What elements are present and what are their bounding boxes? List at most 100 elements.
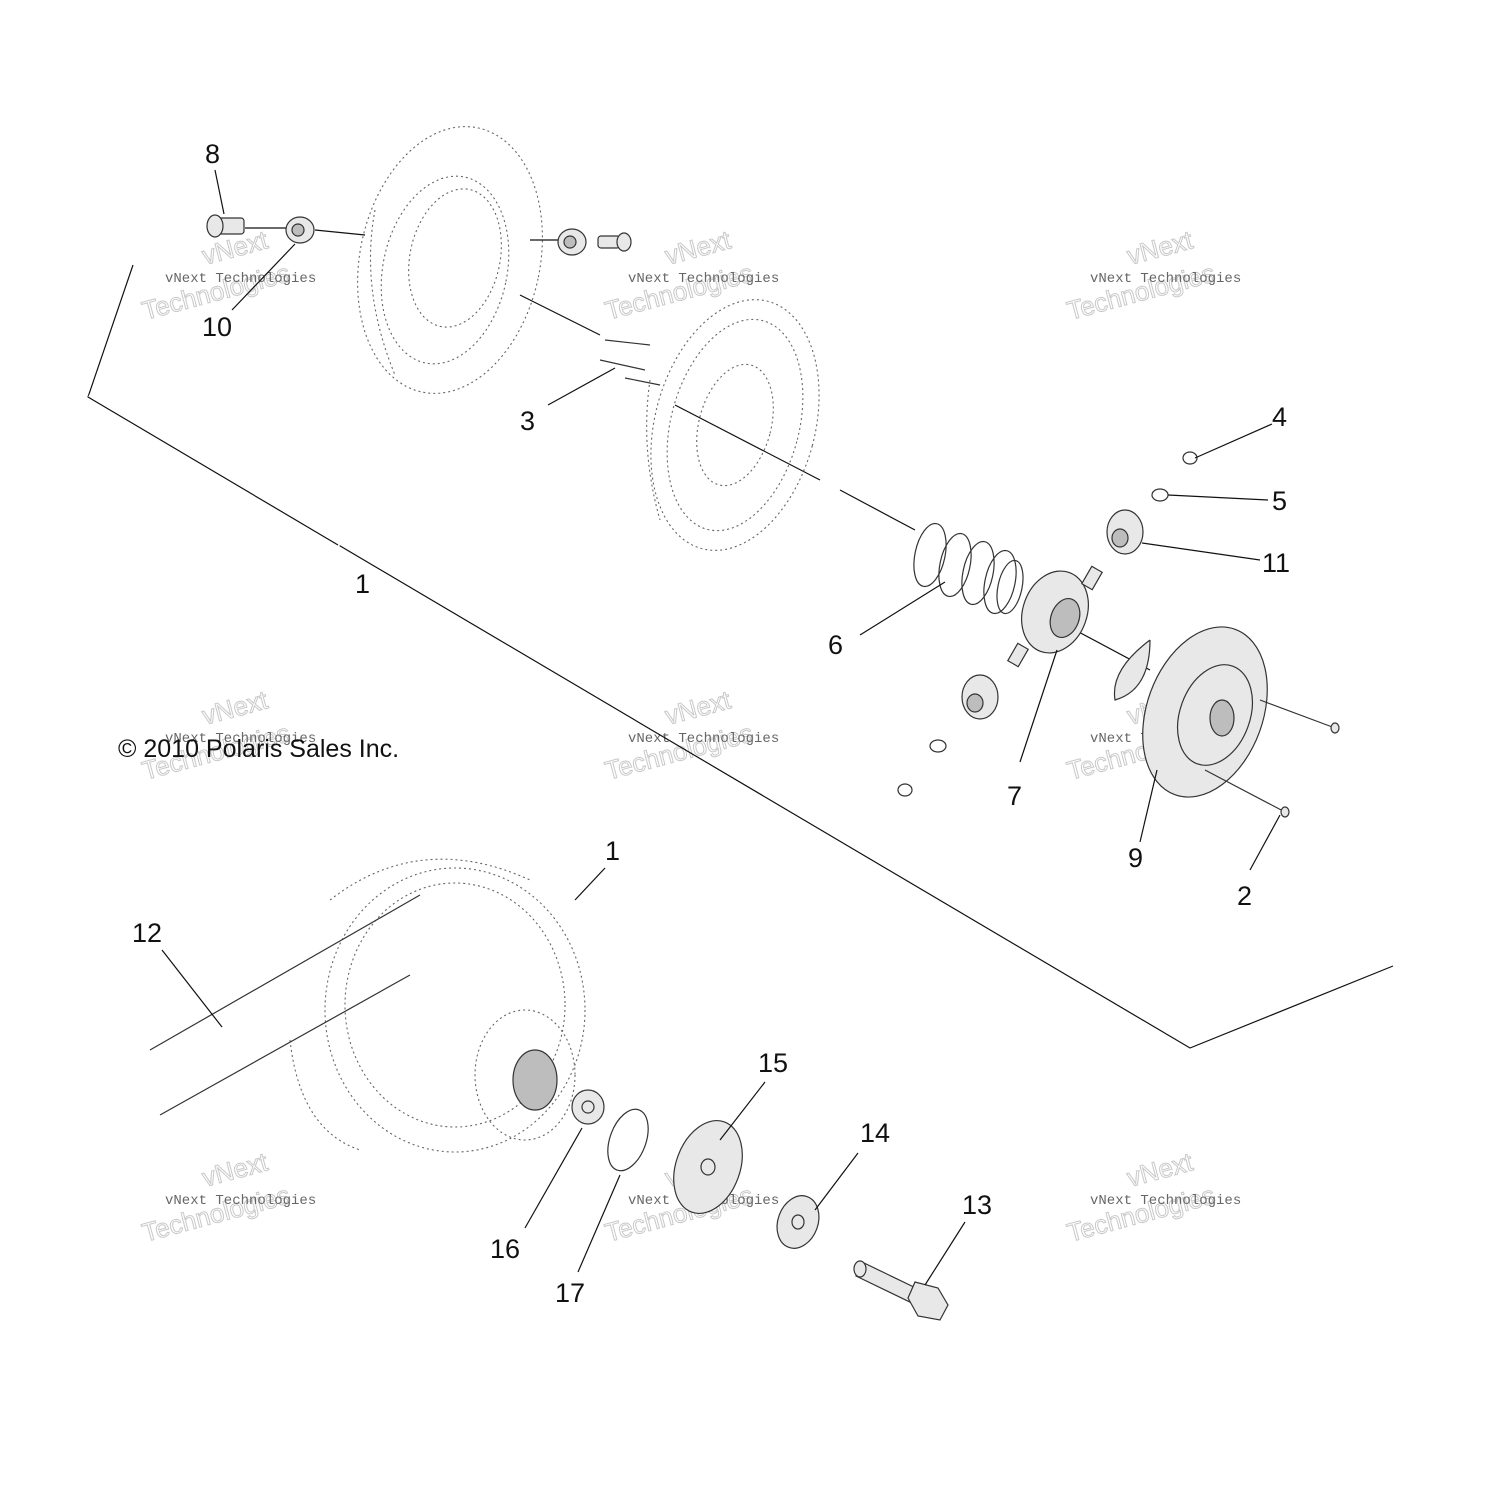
helix-stub bbox=[1006, 642, 1030, 668]
assembled-clutch bbox=[289, 858, 586, 1153]
callout-leaders bbox=[161, 169, 1281, 1286]
callout-17: 17 bbox=[555, 1278, 585, 1308]
copyright-notice: © 2010 Polaris Sales Inc. bbox=[118, 735, 399, 763]
belt-edge bbox=[159, 974, 411, 1116]
bolt-13-head bbox=[907, 1281, 949, 1321]
bolt-13-tip bbox=[853, 1260, 867, 1278]
axis-segment bbox=[674, 404, 821, 481]
spring-coil bbox=[938, 532, 972, 598]
sheave-rim bbox=[369, 209, 396, 376]
leader-12 bbox=[161, 949, 223, 1028]
part-3-pins bbox=[599, 339, 661, 386]
sheave-edge bbox=[646, 379, 661, 521]
callout-6: 6 bbox=[828, 630, 843, 660]
callout-12: 12 bbox=[132, 918, 162, 948]
clip-upper bbox=[1182, 451, 1198, 465]
plate-15-hole bbox=[700, 1158, 716, 1176]
callout-5: 5 bbox=[1272, 486, 1287, 516]
leader-2 bbox=[1249, 814, 1281, 871]
part-15-plate bbox=[673, 1119, 743, 1215]
washer-upper bbox=[1151, 488, 1169, 502]
leader-8 bbox=[214, 169, 225, 215]
watermark-tile: Technologies vNext vNext Technologies bbox=[138, 224, 316, 326]
spring-coil bbox=[996, 559, 1024, 615]
callout-4: 4 bbox=[1272, 402, 1287, 432]
part-4-clip bbox=[897, 451, 1198, 797]
roller-hole bbox=[966, 693, 984, 713]
callout-3: 3 bbox=[520, 406, 535, 436]
part-6-spring bbox=[913, 522, 1024, 615]
callout-10: 10 bbox=[202, 312, 232, 342]
watermark-text: vNext Technologies bbox=[628, 271, 779, 287]
leader-17 bbox=[577, 1174, 621, 1273]
bolt-head bbox=[616, 232, 632, 252]
leader-10 bbox=[231, 243, 296, 311]
spring-coil bbox=[983, 549, 1017, 615]
callout-1-top: 1 bbox=[355, 569, 370, 599]
cover-bore bbox=[1209, 699, 1235, 737]
bushing-hole bbox=[563, 235, 577, 249]
part-16-washer bbox=[571, 1089, 605, 1125]
axis-segment bbox=[519, 294, 601, 336]
leader-5 bbox=[1167, 494, 1269, 501]
helix-stub bbox=[1080, 565, 1104, 591]
part-9-cover bbox=[1113, 626, 1268, 798]
roller-hole bbox=[1111, 528, 1129, 548]
callout-14: 14 bbox=[860, 1118, 890, 1148]
sheave-ring bbox=[666, 318, 804, 532]
axis-segment bbox=[314, 229, 366, 236]
watermark-text: vNext Technologies bbox=[165, 1193, 316, 1209]
part-13-bolt bbox=[853, 1260, 949, 1321]
movable-sheave bbox=[646, 299, 820, 551]
part-11-roller bbox=[1106, 509, 1144, 555]
leader-13 bbox=[924, 1221, 966, 1286]
watermark-tile: Technologies vNext vNext Technologies bbox=[1063, 1146, 1241, 1248]
assembly-bracket-outline bbox=[87, 264, 1394, 1049]
bushing-hole bbox=[291, 223, 305, 237]
pin-line bbox=[604, 339, 651, 346]
callout-13: 13 bbox=[962, 1190, 992, 1220]
clutch-ring bbox=[344, 882, 566, 1128]
plate-15 bbox=[673, 1119, 743, 1215]
screw-head bbox=[1280, 806, 1290, 818]
helix-bore bbox=[1049, 598, 1081, 638]
watermark-text: vNext Technologies bbox=[628, 731, 779, 747]
part-17-shim bbox=[607, 1108, 649, 1172]
leader-14 bbox=[814, 1152, 859, 1211]
watermark-tile: Technologies vNext vNext Technologies bbox=[601, 684, 779, 786]
bracket-segment bbox=[87, 396, 339, 546]
spring-coil bbox=[913, 522, 947, 588]
centre-axis bbox=[245, 227, 1151, 671]
pin-line bbox=[599, 359, 646, 371]
part-10-bushing bbox=[285, 216, 315, 244]
leader-6 bbox=[859, 581, 946, 636]
washer-lower bbox=[929, 739, 947, 753]
callout-9: 9 bbox=[1128, 843, 1143, 873]
spring-coil bbox=[961, 540, 995, 606]
callout-8: 8 bbox=[205, 139, 220, 169]
sheave-outer bbox=[650, 299, 820, 551]
cover-lobe bbox=[1113, 639, 1151, 701]
leader-16 bbox=[524, 1127, 583, 1229]
clutch-hub bbox=[474, 1009, 576, 1141]
axis-segment bbox=[839, 489, 916, 531]
callout-labels: 8 10 3 4 5 11 1 6 7 9 2 1 12 15 14 13 16… bbox=[132, 139, 1290, 1308]
sheave-face bbox=[357, 126, 543, 394]
watermark-text: vNext Technologies bbox=[1090, 271, 1241, 287]
callout-15: 15 bbox=[758, 1048, 788, 1078]
belt-edge bbox=[149, 894, 421, 1051]
cover-body bbox=[1142, 626, 1268, 798]
leader-15 bbox=[719, 1081, 766, 1141]
callout-7: 7 bbox=[1007, 781, 1022, 811]
leader-11 bbox=[1141, 542, 1261, 561]
callout-16: 16 bbox=[490, 1234, 520, 1264]
clutch-outer bbox=[324, 867, 586, 1153]
watermark-tile: Technologies vNext vNext Technologies bbox=[1063, 224, 1241, 326]
pin-head bbox=[206, 214, 224, 238]
washer-16-hole bbox=[581, 1100, 595, 1114]
washer-14-hole bbox=[791, 1214, 805, 1230]
clutch-top bbox=[329, 858, 531, 901]
clutch-bore bbox=[512, 1049, 558, 1111]
watermark-text: vNext Technologies bbox=[1090, 1193, 1241, 1209]
